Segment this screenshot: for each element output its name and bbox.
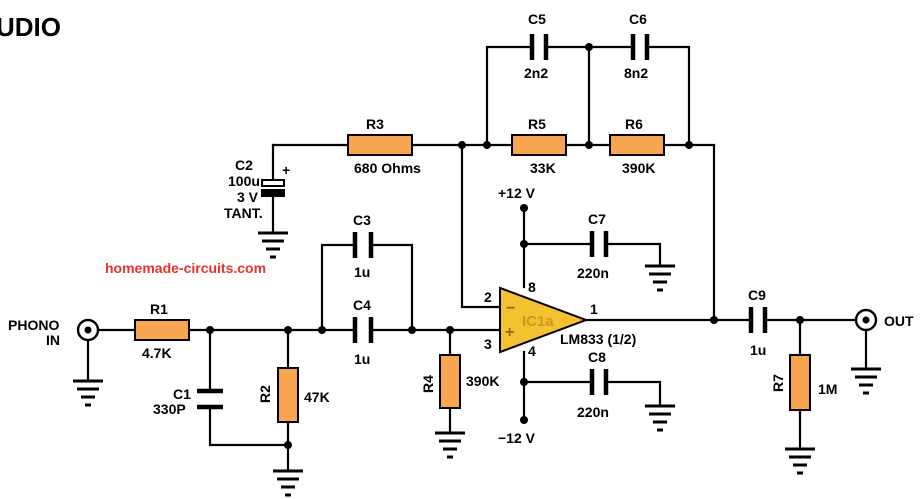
r5-ref: R5 <box>528 116 546 132</box>
r4-value: 390K <box>466 373 499 389</box>
capacitor-c4 <box>352 317 374 343</box>
resistor-r1 <box>134 319 190 341</box>
r5-value: 33K <box>530 160 556 176</box>
input-label-2: IN <box>46 332 60 348</box>
c2-ref: C2 <box>235 157 253 173</box>
pin-8-label: 8 <box>528 279 536 295</box>
c6-ref: C6 <box>629 11 647 27</box>
c2-value: 100u <box>228 173 260 189</box>
capacitor-c6 <box>630 34 650 60</box>
c9-value: 1u <box>750 342 766 358</box>
pin-1-label: 1 <box>590 301 598 317</box>
output-jack-icon <box>854 308 878 332</box>
c1-ref: C1 <box>173 386 191 402</box>
capacitor-c2 <box>261 179 285 197</box>
pin-4-label: 4 <box>528 343 536 359</box>
ground-r7 <box>785 447 815 475</box>
r4-ref: R4 <box>420 375 436 393</box>
r1-ref: R1 <box>150 301 168 317</box>
c2-type: TANT. <box>224 205 263 221</box>
c4-ref: C4 <box>353 297 371 313</box>
input-jack-icon <box>76 318 100 342</box>
ground-input-jack <box>73 379 103 407</box>
ground-c7 <box>645 264 675 292</box>
ground-r4 <box>435 431 465 459</box>
r3-value: 680 Ohms <box>354 160 421 176</box>
r2-value: 47K <box>304 389 330 405</box>
r7-value: 1M <box>818 381 837 397</box>
c6-value: 8n2 <box>624 65 648 81</box>
c4-value: 1u <box>354 351 370 367</box>
resistor-r7 <box>789 354 811 411</box>
capacitor-c7 <box>589 231 609 257</box>
capacitor-c8 <box>589 369 609 395</box>
c3-value: 1u <box>354 264 370 280</box>
c2-voltage: 3 V <box>237 189 259 205</box>
ground-r2 <box>273 469 303 497</box>
capacitor-c9 <box>748 307 768 333</box>
r6-ref: R6 <box>625 116 643 132</box>
c5-ref: C5 <box>528 11 546 27</box>
r7-ref: R7 <box>770 374 786 392</box>
r6-value: 390K <box>622 160 655 176</box>
resistor-r4 <box>439 354 461 409</box>
pin-3-label: 3 <box>484 336 492 352</box>
ground-output-jack <box>851 367 881 395</box>
resistor-r3 <box>347 134 413 156</box>
opamp-ic1a <box>499 286 589 354</box>
opamp-minus-sign: − <box>506 300 515 317</box>
resistor-r6 <box>609 134 665 156</box>
junction-dots <box>206 43 804 449</box>
capacitor-c3 <box>352 232 374 258</box>
c7-ref: C7 <box>588 211 606 227</box>
input-label: PHONO <box>8 317 59 333</box>
opamp-part: LM833 (1/2) <box>560 331 636 347</box>
r1-value: 4.7K <box>142 345 172 361</box>
output-label: OUT <box>884 313 914 329</box>
watermark-text: homemade-circuits.com <box>105 260 266 276</box>
capacitor-c5 <box>529 34 549 60</box>
c7-value: 220n <box>577 265 609 281</box>
c5-value: 2n2 <box>524 65 548 81</box>
opamp-plus-sign: + <box>505 324 514 341</box>
r2-ref: R2 <box>257 385 273 403</box>
title-text: UDIO <box>0 12 61 42</box>
pin-2-label: 2 <box>484 289 492 305</box>
resistor-r2 <box>277 367 299 423</box>
c2-polarity: + <box>282 162 290 178</box>
capacitor-c1 <box>197 388 223 410</box>
supply-positive-label: +12 V <box>498 185 536 201</box>
ground-c8 <box>645 404 675 432</box>
ground-c2 <box>258 231 288 259</box>
c8-value: 220n <box>577 404 609 420</box>
c8-ref: C8 <box>588 349 606 365</box>
opamp-name: IC1a <box>522 313 554 330</box>
supply-negative-label: −12 V <box>498 430 536 446</box>
resistor-r5 <box>511 134 567 156</box>
c9-ref: C9 <box>748 287 766 303</box>
c3-ref: C3 <box>353 212 371 228</box>
c1-value: 330P <box>153 401 186 417</box>
r3-ref: R3 <box>366 116 384 132</box>
